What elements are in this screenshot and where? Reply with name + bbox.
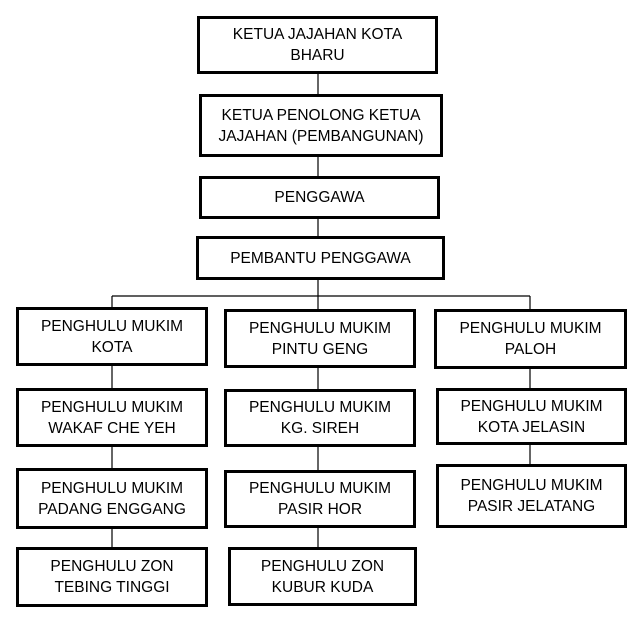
- node-label: PENGHULU MUKIM PASIR JELATANG: [460, 477, 603, 515]
- node-label: PENGHULU MUKIM KOTA JELASIN: [460, 397, 603, 436]
- node-label: PENGHULU MUKIM PALOH: [459, 320, 602, 358]
- node-label: PENGHULU MUKIM PADANG ENGGANG: [38, 479, 186, 518]
- node-label: PENGGAWA: [274, 189, 365, 206]
- node-label: PENGHULU MUKIM KG. SIREH: [248, 399, 392, 437]
- node-mukim-pasir-hor: PENGHULU MUKIM PASIR HOR: [224, 470, 416, 528]
- node-pembantu-penggawa: PEMBANTU PENGGAWA: [196, 236, 445, 280]
- node-ketua-jajahan: KETUA JAJAHAN KOTA BHARU: [197, 16, 438, 74]
- node-zon-tebing-tinggi: PENGHULU ZON TEBING TINGGI: [16, 547, 208, 607]
- node-label: PENGHULU MUKIM PINTU GENG: [248, 319, 392, 358]
- node-mukim-paloh: PENGHULU MUKIM PALOH: [434, 309, 627, 369]
- node-mukim-kg-sireh: PENGHULU MUKIM KG. SIREH: [224, 389, 416, 447]
- node-zon-kubur-kuda: PENGHULU ZON KUBUR KUDA: [228, 547, 417, 606]
- node-label: PENGHULU MUKIM WAKAF CHE YEH: [40, 398, 184, 437]
- node-label: PENGHULU MUKIM KOTA: [40, 317, 184, 356]
- node-label: KETUA JAJAHAN KOTA BHARU: [232, 26, 403, 64]
- node-mukim-pintu-geng: PENGHULU MUKIM PINTU GENG: [224, 309, 416, 368]
- node-label: PEMBANTU PENGGAWA: [230, 249, 411, 267]
- node-label: PENGHULU ZON KUBUR KUDA: [260, 557, 385, 596]
- node-mukim-pasir-jelatang: PENGHULU MUKIM PASIR JELATANG: [436, 464, 627, 528]
- node-penggawa: PENGGAWA: [199, 176, 440, 219]
- node-mukim-padang-enggang: PENGHULU MUKIM PADANG ENGGANG: [16, 468, 208, 529]
- node-label: PENGHULU MUKIM PASIR HOR: [248, 480, 392, 518]
- node-mukim-kota: PENGHULU MUKIM KOTA: [16, 307, 208, 366]
- node-ketua-penolong: KETUA PENOLONG KETUA JAJAHAN (PEMBANGUNA…: [199, 94, 443, 157]
- node-mukim-wakaf-che-yeh: PENGHULU MUKIM WAKAF CHE YEH: [16, 388, 208, 447]
- node-label: PENGHULU ZON TEBING TINGGI: [50, 558, 174, 596]
- node-label: KETUA PENOLONG KETUA JAJAHAN (PEMBANGUNA…: [218, 106, 424, 145]
- node-mukim-kota-jelasin: PENGHULU MUKIM KOTA JELASIN: [436, 388, 627, 445]
